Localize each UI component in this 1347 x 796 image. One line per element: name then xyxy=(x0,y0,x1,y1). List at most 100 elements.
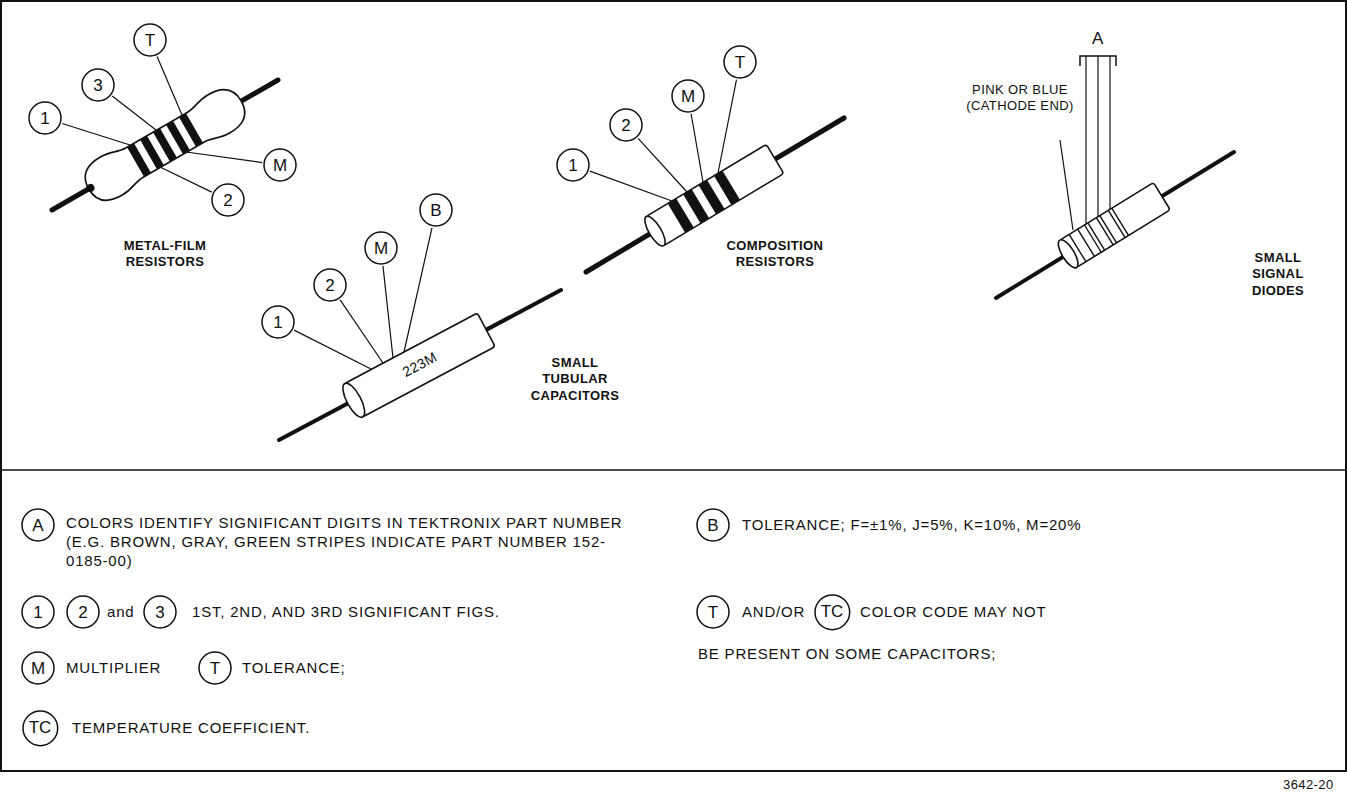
leader-line xyxy=(186,152,262,163)
component-label: COMPOSITION RESISTORS xyxy=(710,238,840,271)
callout-ring xyxy=(557,149,589,181)
callout-text: A xyxy=(32,517,43,534)
color-bands xyxy=(123,106,207,183)
callout-text: 1 xyxy=(33,604,42,621)
callout-text: 1 xyxy=(568,157,577,174)
callout-circle: M xyxy=(364,231,398,265)
diode-stripes xyxy=(1069,208,1128,261)
callout-circle: TC xyxy=(814,594,851,631)
bracket-leader xyxy=(1097,56,1098,217)
callout-text: B xyxy=(430,202,441,219)
callout-ring xyxy=(697,509,729,541)
cathode-band-edge xyxy=(1078,229,1095,256)
callout-ring xyxy=(134,24,166,56)
leader-line xyxy=(157,57,182,115)
callout-text: 2 xyxy=(223,192,232,209)
key-text: TOLERANCE; F=±1%, J=5%, K=10%, M=20% xyxy=(742,516,1081,535)
callout-circle: B xyxy=(419,193,453,227)
key-text: COLORS IDENTIFY SIGNIFICANT DIGITS IN TE… xyxy=(66,514,646,570)
key-text: COLOR CODE MAY NOT xyxy=(860,603,1046,622)
callout-circle: 3 xyxy=(81,68,115,102)
callout-text: 2 xyxy=(78,604,87,621)
diode-end xyxy=(1055,237,1082,271)
separator-line xyxy=(1,469,1346,471)
callout-circle: 2 xyxy=(211,183,245,217)
bracket-leader xyxy=(1109,56,1110,209)
stripe-edge xyxy=(1112,208,1129,235)
callout-text: 1 xyxy=(40,110,49,127)
capacitor-lead xyxy=(279,290,561,440)
stripe-edge xyxy=(1108,210,1125,237)
callout-circle: 2 xyxy=(66,595,100,629)
callout-ring xyxy=(815,595,850,630)
color-band xyxy=(175,106,207,153)
leader-line xyxy=(383,266,393,358)
leader-line xyxy=(718,80,737,173)
leader-line xyxy=(638,138,687,192)
callout-text: T xyxy=(210,660,220,677)
callout-ring xyxy=(420,194,452,226)
composition-resistor xyxy=(641,144,784,248)
callout-circle: T xyxy=(696,595,730,629)
resistor-body xyxy=(646,144,784,245)
callout-ring xyxy=(82,69,114,101)
callout-text: M xyxy=(31,660,45,677)
callout-text: M xyxy=(374,240,388,257)
component-label: SMALL TUBULAR CAPACITORS xyxy=(525,355,625,404)
callout-ring xyxy=(365,232,397,264)
callout-ring xyxy=(264,149,296,181)
callout-circle: 1 xyxy=(21,595,55,629)
callout-ring xyxy=(697,596,729,628)
callout-circle: TC xyxy=(22,710,59,747)
callout-ring xyxy=(610,109,642,141)
callout-ring xyxy=(724,46,756,78)
callout-text: T xyxy=(145,32,155,49)
callout-circle: T xyxy=(198,651,232,685)
callout-ring xyxy=(29,102,61,134)
callout-circle: M xyxy=(21,651,55,685)
leader-line xyxy=(691,114,703,182)
callout-text: M xyxy=(681,88,695,105)
component-label: METAL-FILM RESISTORS xyxy=(105,238,225,271)
callout-circle: T xyxy=(723,45,757,79)
callout-text: 2 xyxy=(621,117,630,134)
leader-line xyxy=(590,171,672,201)
callout-text: M xyxy=(273,157,287,174)
callout-text: 3 xyxy=(155,604,164,621)
leader-line xyxy=(112,96,156,130)
leader-line xyxy=(404,228,432,352)
callout-text: TC xyxy=(29,719,52,736)
callout-text: 2 xyxy=(325,277,334,294)
callout-circle: A xyxy=(21,508,55,542)
key-text: TEMPERATURE COEFFICIENT. xyxy=(72,719,310,738)
bracket-leader xyxy=(1085,56,1086,224)
callout-text: T xyxy=(735,54,745,71)
leader-line xyxy=(160,167,212,192)
key-text: and xyxy=(107,603,134,622)
callout-circle: T xyxy=(133,23,167,57)
figure-frame xyxy=(1,1,1346,771)
callout-ring xyxy=(262,306,294,338)
leader-line xyxy=(294,330,371,369)
lead-joint xyxy=(85,183,96,194)
leader-line xyxy=(340,300,383,363)
callout-circle: M xyxy=(263,148,297,182)
callout-ring xyxy=(22,652,54,684)
callout-ring xyxy=(144,596,176,628)
stripe-edge xyxy=(1096,218,1113,245)
callout-circle: 1 xyxy=(28,101,62,135)
callout-text: 3 xyxy=(93,77,102,94)
leader-line xyxy=(62,123,130,145)
component-label: SMALL SIGNAL DIODES xyxy=(1233,250,1323,299)
resistor-lead xyxy=(52,80,278,210)
callout-ring xyxy=(22,596,54,628)
callout-ring xyxy=(23,711,58,746)
callout-ring xyxy=(212,184,244,216)
callout-ring xyxy=(672,80,704,112)
key-text: 1ST, 2ND, AND 3RD SIGNIFICANT FIGS. xyxy=(192,603,500,622)
callout-circle: B xyxy=(696,508,730,542)
callout-circle: 3 xyxy=(143,595,177,629)
diode-lead xyxy=(996,152,1234,298)
note-label: PINK OR BLUE (CATHODE END) xyxy=(965,82,1075,115)
callout-text: T xyxy=(708,604,718,621)
